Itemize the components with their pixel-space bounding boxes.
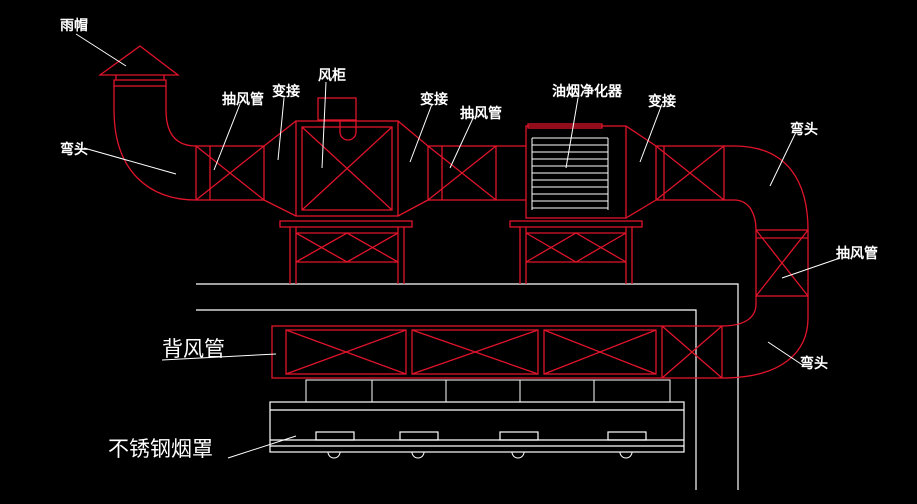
- oil-fume-purifier-frame: [525, 123, 627, 219]
- label-transition-1: 变接: [272, 83, 300, 100]
- fan-cabinet: [295, 97, 399, 217]
- leader-lines: [75, 33, 841, 459]
- label-exhaust-duct-2: 抽风管: [460, 105, 502, 122]
- label-hood: 不锈钢烟罩: [108, 437, 213, 461]
- wall-structure: [196, 283, 739, 490]
- labels: 雨帽 弯头 抽风管 变接 风柜 变接 抽风管 油烟净化器 变接 弯头 抽风管 弯…: [60, 17, 878, 461]
- back-duct: [271, 325, 723, 379]
- right-elbow-top: [733, 145, 809, 231]
- exhaust-duct-3: [755, 229, 809, 297]
- exhaust-duct-2: [427, 145, 526, 201]
- label-back-duct: 背风管: [162, 337, 225, 361]
- left-elbow: [113, 86, 197, 201]
- rain-cap: [97, 45, 180, 87]
- label-exhaust-duct-1: 抽风管: [222, 91, 264, 108]
- transition-3: [625, 125, 657, 219]
- label-elbow-left: 弯头: [60, 141, 88, 158]
- hood-supports: [305, 379, 671, 403]
- label-rain-cap: 雨帽: [60, 17, 88, 34]
- label-exhaust-duct-3: 抽风管: [836, 245, 878, 262]
- stainless-steel-hood: [269, 401, 685, 453]
- label-elbow-right-top: 弯头: [790, 121, 818, 138]
- fan-stand: [279, 220, 413, 284]
- right-elbow-bottom: [721, 296, 809, 379]
- hood-filter-slots: [315, 431, 647, 441]
- label-fan-cabinet: 风柜: [318, 67, 346, 84]
- purifier-stand: [509, 220, 643, 284]
- label-elbow-right-bottom: 弯头: [800, 355, 828, 372]
- label-oil-fume-purifier: 油烟净化器: [552, 83, 623, 100]
- purifier-filter-plates: [531, 137, 609, 210]
- upper-right-duct: [655, 145, 734, 201]
- hood-lamps: [327, 451, 633, 459]
- label-transition-3: 变接: [648, 93, 676, 110]
- label-transition-2: 变接: [420, 91, 448, 108]
- transition-1: [263, 120, 297, 217]
- exhaust-duct-1: [195, 145, 265, 201]
- transition-2: [397, 120, 429, 217]
